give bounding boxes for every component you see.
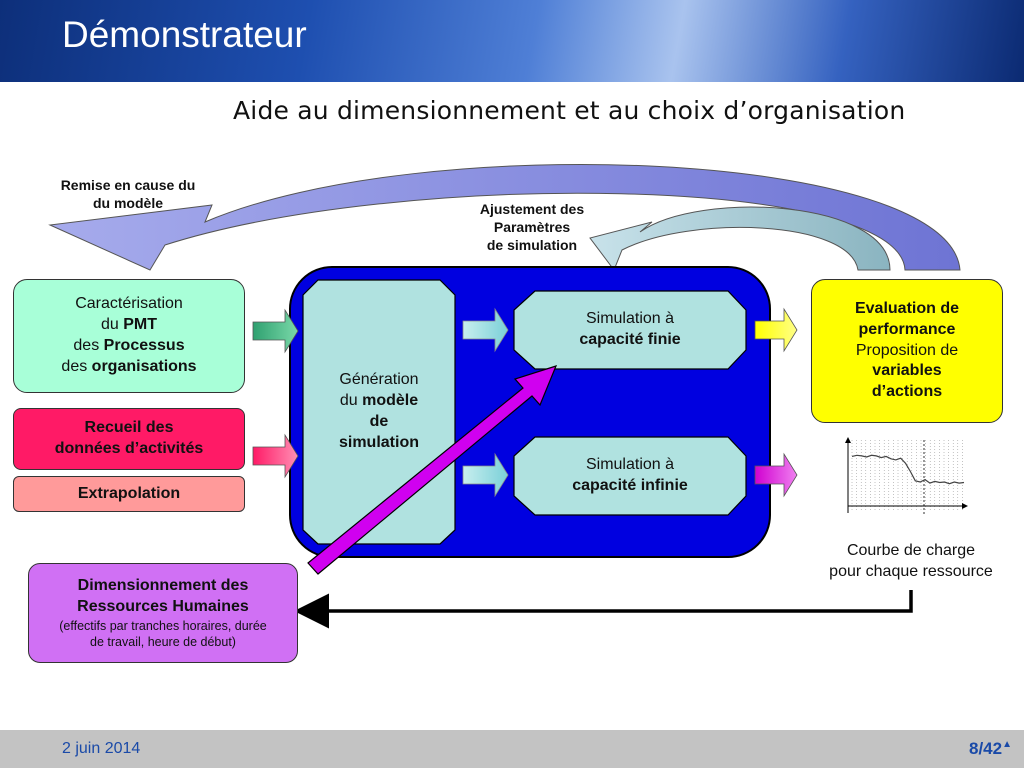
slide-title: Démonstrateur — [62, 14, 307, 55]
footer-bar: 2 juin 2014 8/42▲ — [0, 730, 1024, 768]
caracterisation-box: Caractérisation du PMT des Processus des… — [13, 279, 245, 393]
chart-grid — [851, 440, 963, 512]
load-curve-chart — [845, 437, 968, 516]
page-number[interactable]: 8/42▲ — [969, 739, 1012, 758]
ajustement-arrow — [589, 206, 891, 272]
extrapolation-box: Extrapolation — [13, 476, 245, 512]
dimensionnement-box: Dimensionnement des Ressources Humaines … — [28, 563, 298, 663]
yellow-arrow — [754, 307, 798, 353]
green-arrow — [252, 308, 299, 354]
courbe-label: Courbe de charge pour chaque ressource — [829, 542, 993, 580]
slide-subtitle: Aide au dimensionnement et au choix d’or… — [233, 96, 906, 125]
recueil-box: Recueil des données d’activités — [13, 408, 245, 470]
feedback-arrow — [294, 590, 913, 629]
remise-arrow — [48, 164, 961, 271]
purple-diagonal-arrow — [307, 365, 558, 575]
title-banner: Démonstrateur — [0, 0, 1024, 82]
evaluation-box: Evaluation de performance Proposition de… — [811, 279, 1003, 423]
up-triangle-icon[interactable]: ▲ — [1002, 739, 1012, 750]
footer-date: 2 juin 2014 — [62, 740, 141, 757]
chart-y-axis-arrowhead — [845, 437, 851, 443]
remise-label: Remise en cause du du modèle — [60, 176, 196, 211]
sim-finie-box: Simulation à capacité finie — [579, 310, 681, 348]
magenta-arrow — [754, 452, 798, 498]
cyan-arrow-bottom — [462, 452, 509, 498]
chart-x-axis-arrowhead — [962, 503, 968, 509]
ajustement-label: Ajustement des Paramètres de simulation — [479, 200, 585, 254]
sim-infinie-box: Simulation à capacité infinie — [572, 456, 688, 494]
sim-infinie-shape — [513, 436, 747, 516]
chart-series-line — [851, 454, 965, 485]
cyan-arrow-top — [462, 307, 509, 353]
sim-finie-shape — [513, 290, 747, 370]
pink-arrow — [252, 433, 299, 479]
generation-box: Génération du modèle de simulation — [338, 371, 419, 451]
